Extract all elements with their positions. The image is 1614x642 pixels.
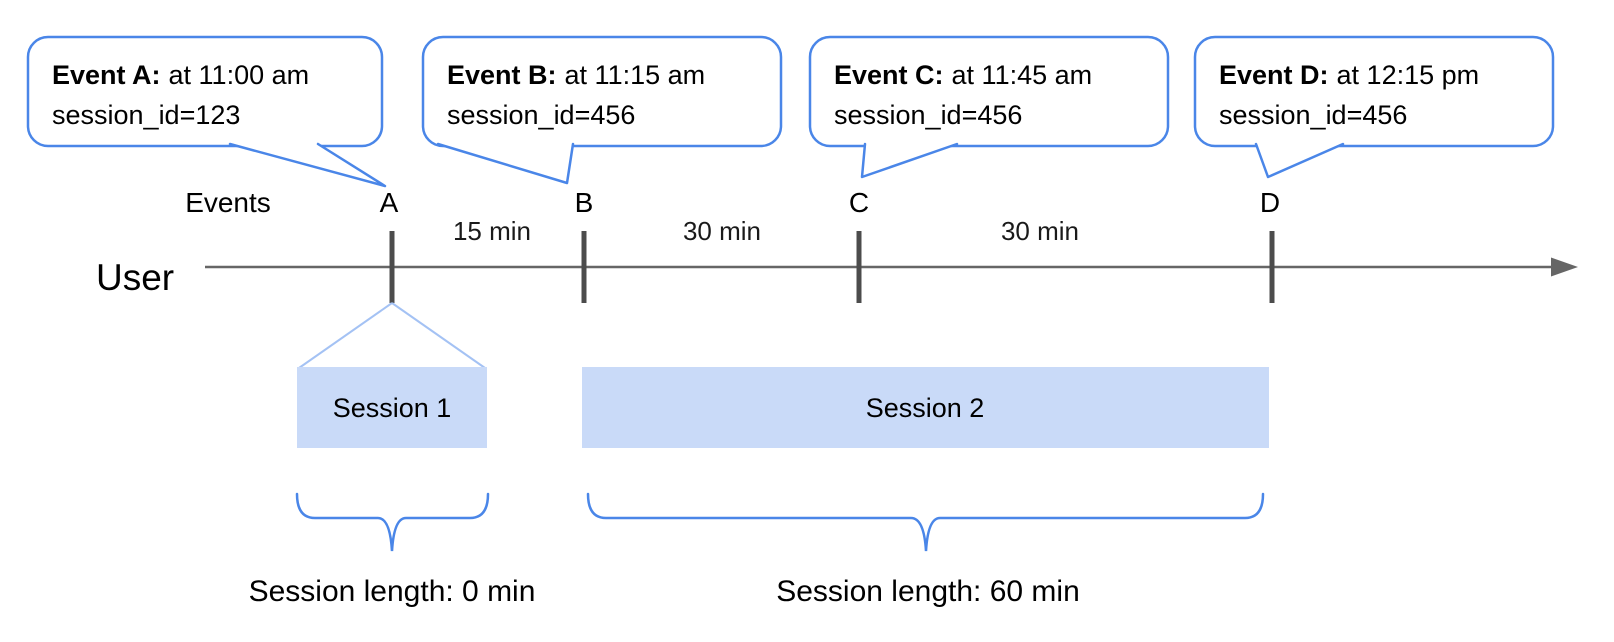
callout-event-a-time: at 11:00 am xyxy=(169,60,310,90)
session-1-brace xyxy=(295,492,490,552)
callout-event-a-title: Event A: xyxy=(52,60,161,90)
session-2-box xyxy=(582,367,1269,448)
session-1-length-label: Session length: 0 min xyxy=(249,575,536,608)
session-1-box xyxy=(297,367,487,448)
interval-label-b-c: 30 min xyxy=(683,216,761,246)
callout-event-a-line1: Event A: at 11:00 am xyxy=(52,60,309,90)
callout-event-c-line1: Event C: at 11:45 am xyxy=(834,60,1092,90)
callout-event-d-session: session_id=456 xyxy=(1219,100,1407,130)
callout-event-a-tail xyxy=(228,142,387,188)
callout-event-d-title: Event D: xyxy=(1219,60,1329,90)
callout-event-c-bubble xyxy=(808,35,1170,148)
events-row-label: Events xyxy=(185,187,271,218)
event-mark-d: D xyxy=(1260,187,1280,218)
callout-event-b-session: session_id=456 xyxy=(447,100,635,130)
callout-event-c-tail xyxy=(860,142,959,179)
callout-event-b-time: at 11:15 am xyxy=(565,60,706,90)
callout-event-b-line1: Event B: at 11:15 am xyxy=(447,60,705,90)
session-1-label: Session 1 xyxy=(333,393,452,423)
callout-event-d-line1: Event D: at 12:15 pm xyxy=(1219,60,1479,90)
session-2-brace xyxy=(586,492,1265,552)
session-2-label: Session 2 xyxy=(866,393,985,423)
callout-event-d: Event D: at 12:15 pm session_id=456 xyxy=(1193,35,1555,179)
callout-event-c-time: at 11:45 am xyxy=(952,60,1093,90)
callout-event-a-session: session_id=123 xyxy=(52,100,240,130)
callout-event-b: Event B: at 11:15 am session_id=456 xyxy=(421,35,783,185)
callout-event-b-tail xyxy=(436,142,575,185)
event-mark-c: C xyxy=(849,187,869,218)
callout-event-d-bubble xyxy=(1193,35,1555,148)
interval-label-c-d: 30 min xyxy=(1001,216,1079,246)
callout-event-b-bubble xyxy=(421,35,783,148)
callout-event-c-title: Event C: xyxy=(834,60,944,90)
session-2-length-label: Session length: 60 min xyxy=(776,575,1080,608)
callout-event-a: Event A: at 11:00 am session_id=123 xyxy=(26,35,387,188)
callout-event-d-tail xyxy=(1254,142,1345,179)
event-mark-a: A xyxy=(380,187,399,218)
callout-event-d-time: at 12:15 pm xyxy=(1337,60,1480,90)
callout-event-a-bubble xyxy=(26,35,384,148)
callout-event-c: Event C: at 11:45 am session_id=456 xyxy=(808,35,1170,179)
session-1-funnel-right xyxy=(391,302,486,369)
callout-event-b-title: Event B: xyxy=(447,60,557,90)
timeline-arrowhead-icon xyxy=(1551,257,1578,277)
interval-label-a-b: 15 min xyxy=(453,216,531,246)
callout-event-c-session: session_id=456 xyxy=(834,100,1022,130)
session-1-funnel-left xyxy=(298,302,393,369)
user-axis-label: User xyxy=(96,257,174,298)
event-mark-b: B xyxy=(575,187,594,218)
